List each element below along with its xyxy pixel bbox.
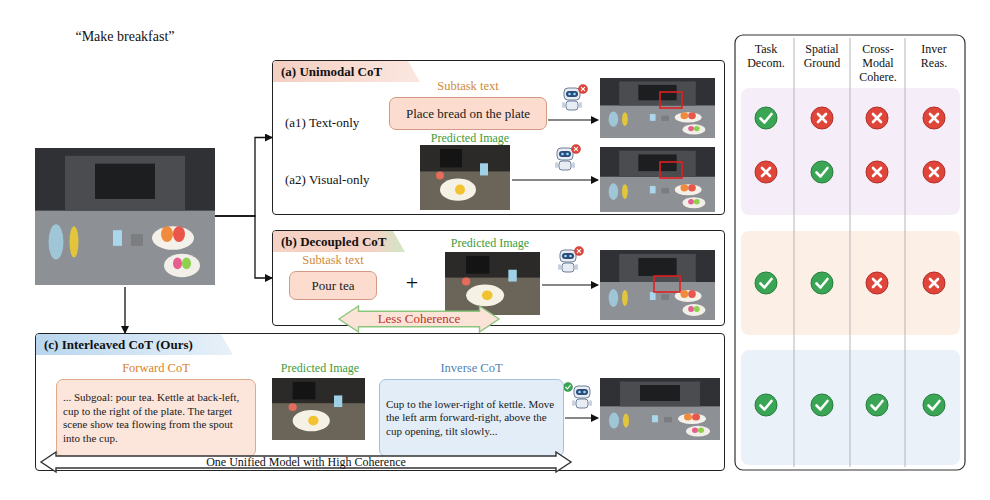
panel-title: (b) Decoupled CoT	[273, 231, 405, 252]
fail-badge	[578, 84, 587, 93]
action-arrow	[548, 119, 598, 120]
box-heading: Subtask text	[390, 79, 546, 94]
label-text: Predicted Image	[430, 236, 550, 250]
box-heading: Forward CoT	[57, 361, 255, 376]
robot-icon	[572, 386, 592, 408]
cross-icon	[923, 161, 945, 183]
success-badge	[563, 382, 572, 391]
box-heading: Inverse CoT	[380, 361, 563, 376]
flow-arrow	[215, 138, 272, 217]
column-divider	[905, 38, 906, 467]
table-header: Task Decom.	[739, 42, 793, 70]
flow-arrow	[124, 287, 125, 333]
scene-photo	[35, 148, 215, 285]
cot-box: Inverse CoTCup to the lower-right of ket…	[379, 379, 564, 457]
column-divider	[794, 38, 795, 467]
cross-icon	[866, 161, 888, 183]
table-panel	[735, 35, 965, 470]
action-arrow	[542, 284, 598, 285]
result-photo	[600, 378, 720, 440]
predicted-photo	[420, 145, 510, 210]
column-divider	[850, 38, 851, 467]
check-icon	[923, 394, 945, 416]
error-highlight	[660, 92, 682, 108]
cross-icon	[866, 107, 888, 129]
check-icon	[811, 272, 833, 294]
method-panel: (c) Interleaved CoT (Ours) Forward CoT...…	[35, 333, 725, 471]
check-icon	[811, 394, 833, 416]
fail-badge	[571, 144, 580, 153]
cross-icon	[866, 272, 888, 294]
arrow-text: One Unified Model with High Coherence	[41, 452, 571, 472]
label-text: (a2) Visual-only	[285, 173, 405, 187]
input-scene: “Make breakfast”	[35, 25, 215, 287]
box-text: Cup to the lower-right of kettle. Move t…	[380, 398, 563, 439]
flow-arrow	[215, 216, 272, 278]
plus-sign: +	[400, 272, 424, 294]
label-text: (a1) Text-only	[285, 116, 395, 130]
error-highlight	[660, 162, 682, 178]
predicted-photo	[272, 378, 365, 440]
result-photo	[600, 78, 715, 138]
arrow-text: Less Coherence	[339, 306, 499, 332]
arrow-shape	[339, 306, 499, 332]
label-text: Predicted Image	[410, 131, 530, 145]
coherence-arrow: Less Coherence	[339, 306, 499, 332]
cross-icon	[923, 272, 945, 294]
box-heading: Subtask text	[290, 253, 376, 268]
error-highlight	[654, 276, 680, 292]
box-text: ... Subgoal: pour tea. Kettle at back-le…	[57, 391, 255, 445]
table-header: Spatial Ground	[795, 42, 849, 70]
panel-title: (c) Interleaved CoT (Ours)	[36, 334, 233, 355]
box-text: Place bread on the plate	[390, 106, 546, 122]
result-photo	[600, 250, 715, 320]
coherence-arrow: One Unified Model with High Coherence	[41, 452, 571, 472]
check-icon	[866, 394, 888, 416]
action-arrow	[565, 417, 598, 418]
action-arrow	[512, 179, 598, 180]
table-header: Cross-Modal Cohere.	[851, 42, 905, 84]
label-text: Predicted Image	[260, 361, 380, 375]
arrow-shape	[41, 452, 571, 472]
panel-title: (a) Unimodal CoT	[273, 61, 420, 82]
check-icon	[811, 161, 833, 183]
cross-icon	[923, 107, 945, 129]
check-icon	[755, 272, 777, 294]
cross-icon	[811, 107, 833, 129]
box-text: Pour tea	[290, 278, 376, 294]
scene-caption: “Make breakfast”	[35, 29, 215, 45]
cross-icon	[755, 161, 777, 183]
subtask-box: Subtask textPlace bread on the plate	[389, 97, 547, 130]
check-icon	[755, 394, 777, 416]
predicted-photo	[445, 252, 540, 315]
table-header: Inver Reas.	[907, 42, 961, 70]
subtask-box: Subtask textPour tea	[289, 271, 377, 300]
fail-badge	[574, 246, 583, 255]
result-photo	[600, 147, 715, 212]
check-icon	[755, 107, 777, 129]
cot-box: Forward CoT... Subgoal: pour tea. Kettle…	[56, 379, 256, 457]
